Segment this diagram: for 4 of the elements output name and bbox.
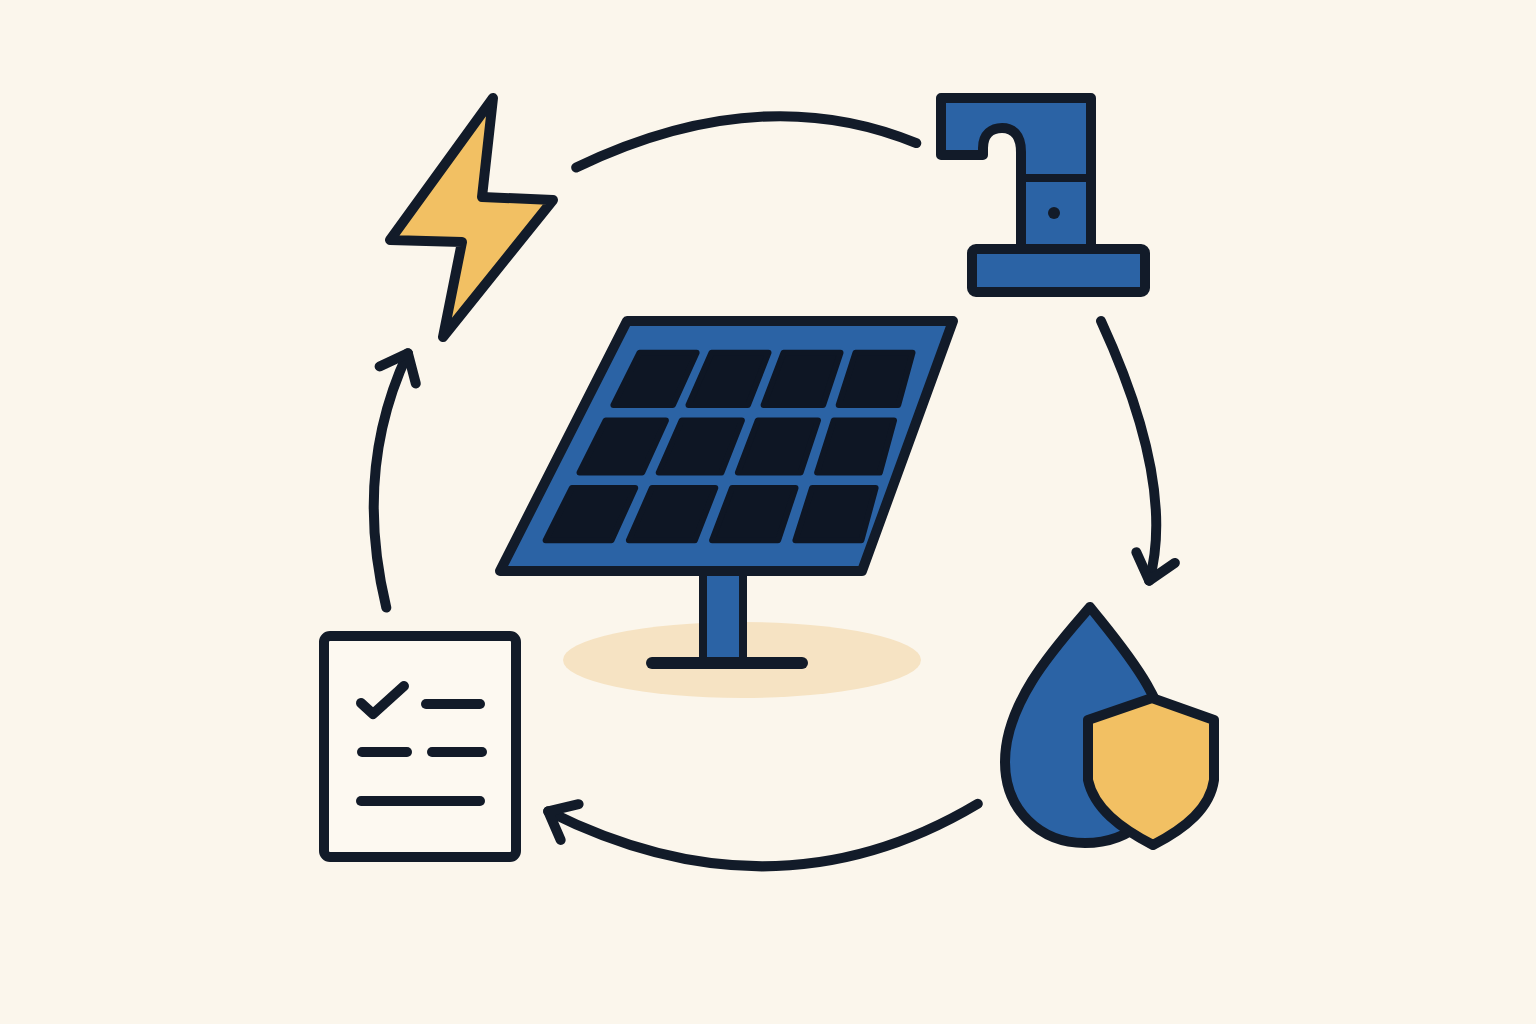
curved-connector (571, 111, 922, 173)
curved-arrow (543, 798, 983, 872)
curved-arrow (1096, 316, 1179, 586)
curved-arrow (368, 348, 422, 613)
